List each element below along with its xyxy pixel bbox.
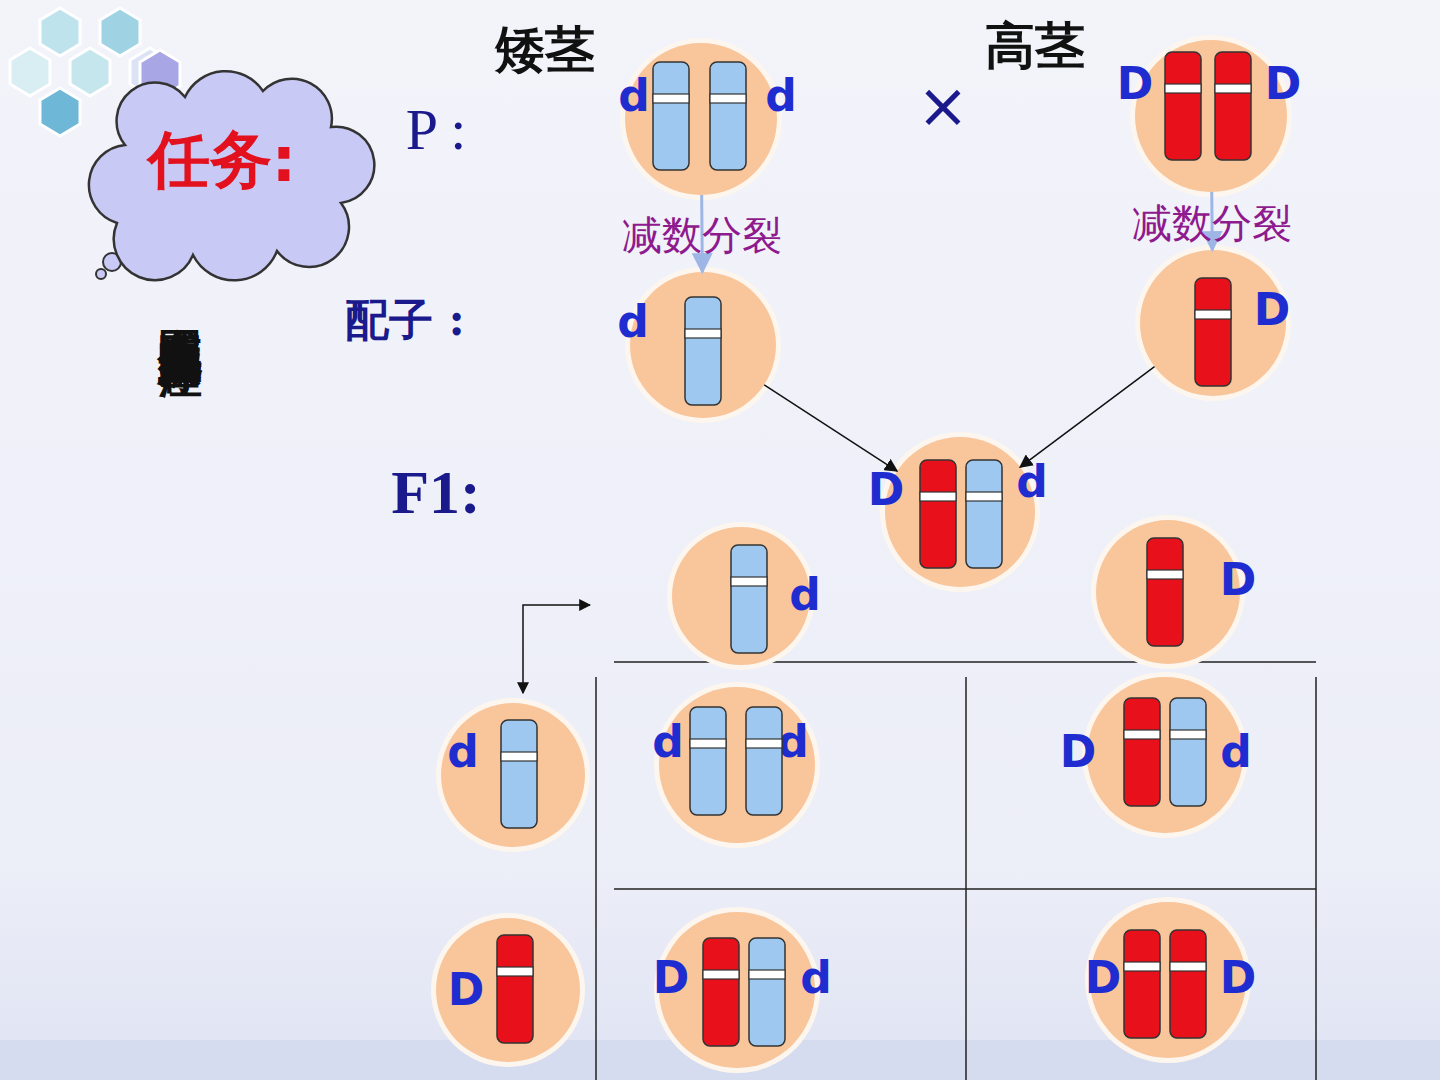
gene-letter: d	[789, 573, 821, 617]
generation-label: 配子 :	[345, 298, 465, 342]
cell-circle: Dd	[885, 437, 1035, 587]
chromosome	[1124, 698, 1160, 806]
chromosome	[653, 62, 689, 170]
cell-circle: D	[1096, 520, 1240, 664]
gene-letter: d	[447, 730, 479, 774]
chromosome	[1215, 52, 1251, 160]
task-cloud: 任务:	[95, 75, 357, 265]
chromosome	[746, 707, 782, 815]
cell-circle: Dd	[1087, 677, 1243, 833]
chromosome	[1170, 698, 1206, 806]
gene-letter: D	[1265, 62, 1302, 106]
punnett-grid	[596, 662, 1316, 1080]
cell-circle: DD	[1090, 902, 1246, 1058]
gene-letter: d	[1016, 460, 1048, 504]
cell-circle: D	[436, 918, 580, 1062]
gene-letter: d	[1220, 730, 1252, 774]
chromosome	[1165, 52, 1201, 160]
edge-label: 减数分裂	[622, 215, 782, 255]
gene-letter: D	[653, 956, 690, 1000]
cell-circle: d	[630, 272, 776, 418]
task-instruction: 完成图中染色体上的基因标注	[158, 292, 202, 318]
gene-letter: D	[1254, 288, 1291, 332]
cell-circle: d	[441, 703, 585, 847]
gene-letter: d	[777, 720, 809, 764]
chromosome	[731, 545, 767, 653]
chromosome	[497, 935, 533, 1043]
chromosome	[1147, 538, 1183, 646]
cell-circle: dd	[659, 687, 815, 843]
gene-letter: d	[617, 300, 649, 344]
gene-letter: D	[1085, 956, 1122, 1000]
cell-circle: 矮茎dd	[625, 43, 777, 195]
chromosome	[1124, 930, 1160, 1038]
task-title: 任务:	[148, 129, 297, 191]
generation-label: P :	[406, 101, 467, 159]
chromosome	[703, 938, 739, 1046]
gene-letter: D	[448, 968, 485, 1012]
cell-circle: D	[1140, 250, 1286, 396]
cell-circle: d	[672, 527, 810, 665]
chromosome	[685, 297, 721, 405]
cell-circle: 高茎DD	[1135, 40, 1287, 192]
gene-letter: d	[765, 74, 797, 118]
phenotype-heading: 高茎	[985, 21, 1085, 71]
thought-bubble	[96, 269, 106, 279]
bracket-arrow	[523, 605, 590, 693]
cross-symbol: ×	[917, 75, 969, 137]
gene-letter: D	[1117, 62, 1154, 106]
chromosome	[501, 720, 537, 828]
gene-letter: D	[868, 468, 905, 512]
phenotype-heading: 矮茎	[495, 25, 595, 75]
gene-letter: d	[618, 74, 650, 118]
generation-label: F1:	[391, 461, 481, 523]
gene-letter: D	[1220, 558, 1257, 602]
cell-circle: Dd	[659, 912, 815, 1068]
edge-label: 减数分裂	[1132, 203, 1292, 243]
gene-letter: D	[1060, 730, 1097, 774]
arrow-connector	[1020, 367, 1154, 467]
gene-letter: d	[652, 720, 684, 764]
arrow-connector	[764, 385, 897, 471]
chromosome	[710, 62, 746, 170]
chromosome	[1170, 930, 1206, 1038]
chromosome	[1195, 278, 1231, 386]
gene-letter: D	[1220, 956, 1257, 1000]
chromosome	[690, 707, 726, 815]
chromosome	[749, 938, 785, 1046]
chromosome	[966, 460, 1002, 568]
chromosome	[920, 460, 956, 568]
gene-letter: d	[800, 956, 832, 1000]
